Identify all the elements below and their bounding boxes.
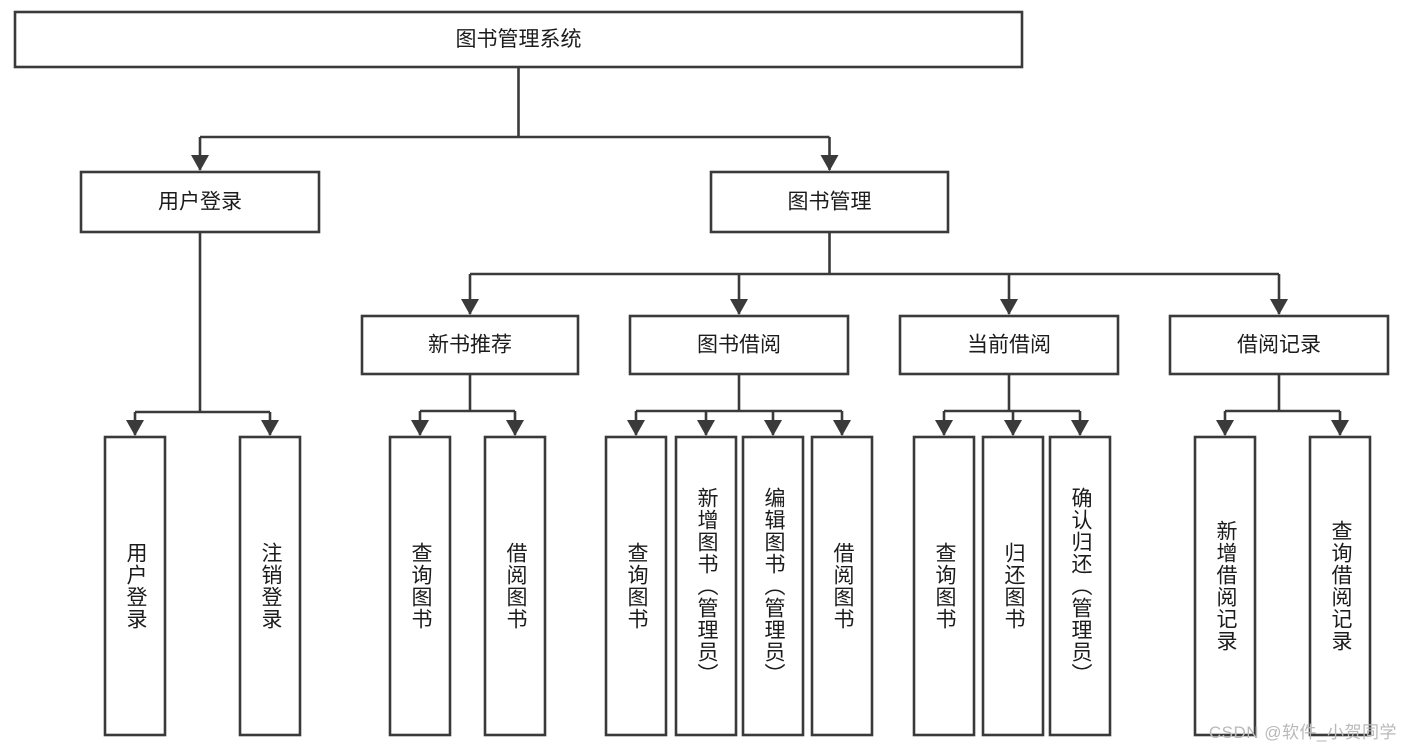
arrow-leaf-user-login	[126, 420, 144, 436]
connectors-layer	[126, 67, 1349, 436]
arrow-leaf-add-borrow-record	[1216, 420, 1234, 436]
node-box-leaf-confirm-return-admin[interactable]	[1048, 435, 1112, 737]
arrow-user-login	[191, 155, 209, 171]
arrow-leaf-confirm-return-admin	[1071, 420, 1089, 436]
node-label-title: 图书管理系统	[456, 28, 582, 51]
node-box-leaf-borrow-book[interactable]	[810, 435, 874, 737]
arrow-leaf-query-borrow-record	[1331, 420, 1349, 436]
node-label-current-borrow: 当前借阅	[967, 334, 1051, 357]
node-box-leaf-borrow-books-recommend[interactable]	[483, 435, 547, 737]
arrow-new-book-recommend	[461, 299, 479, 315]
node-label-leaf-logout-login: 注销登录	[259, 542, 283, 630]
boxes-layer	[13, 10, 1390, 737]
node-box-current-borrow[interactable]	[898, 314, 1120, 376]
node-label-leaf-query-books-recommend: 查询图书	[409, 542, 433, 630]
arrow-leaf-query-books-recommend	[411, 420, 429, 436]
node-label-leaf-add-borrow-record: 新增借阅记录	[1214, 520, 1238, 652]
arrow-leaf-query-books-current	[935, 420, 953, 436]
node-label-leaf-return-book: 归还图书	[1002, 542, 1026, 630]
node-label-leaf-user-login: 用户登录	[124, 542, 148, 630]
node-label-leaf-edit-book-admin: 编辑图书（管理员）	[762, 487, 786, 685]
node-label-leaf-confirm-return-admin: 确认归还（管理员）	[1069, 487, 1093, 685]
node-label-borrow-record: 借阅记录	[1237, 334, 1321, 357]
node-label-leaf-query-books-current: 查询图书	[933, 542, 957, 630]
node-box-leaf-query-books-recommend[interactable]	[388, 435, 452, 737]
node-box-new-book-recommend[interactable]	[360, 314, 580, 376]
watermark-text: CSDN @软件_小贺同学	[1208, 723, 1397, 742]
arrow-leaf-add-book-admin	[697, 420, 715, 436]
node-label-book-borrow: 图书借阅	[697, 334, 781, 357]
arrow-current-borrow	[1000, 299, 1018, 315]
arrow-leaf-borrow-book	[833, 420, 851, 436]
node-label-leaf-borrow-books-recommend: 借阅图书	[504, 542, 528, 630]
arrow-leaf-logout-login	[261, 420, 279, 436]
node-box-leaf-query-borrow-record[interactable]	[1308, 435, 1372, 737]
node-label-book-management: 图书管理	[788, 191, 872, 214]
node-box-leaf-edit-book-admin[interactable]	[741, 435, 805, 737]
node-box-borrow-record[interactable]	[1168, 314, 1390, 376]
node-label-user-login: 用户登录	[158, 191, 242, 214]
node-box-leaf-user-login[interactable]	[103, 435, 167, 737]
node-label-leaf-query-borrow-record: 查询借阅记录	[1329, 520, 1353, 652]
arrow-book-management	[820, 155, 839, 171]
node-box-leaf-logout-login[interactable]	[238, 435, 302, 737]
node-box-leaf-return-book[interactable]	[981, 435, 1045, 737]
arrow-book-borrow	[730, 299, 748, 315]
node-box-book-borrow[interactable]	[628, 314, 850, 376]
node-box-leaf-add-borrow-record[interactable]	[1193, 435, 1257, 737]
node-box-leaf-query-books-current[interactable]	[912, 435, 976, 737]
arrow-leaf-borrow-books-recommend	[506, 420, 524, 436]
arrow-borrow-record	[1270, 299, 1288, 315]
arrow-leaf-query-books-borrow	[627, 420, 645, 436]
node-box-leaf-query-books-borrow[interactable]	[604, 435, 668, 737]
node-box-book-management[interactable]	[709, 170, 950, 234]
node-label-new-book-recommend: 新书推荐	[428, 334, 512, 357]
node-label-leaf-add-book-admin: 新增图书（管理员）	[695, 487, 719, 685]
node-box-title[interactable]	[13, 10, 1024, 69]
arrow-leaf-edit-book-admin	[764, 420, 782, 436]
node-label-leaf-borrow-book: 借阅图书	[831, 542, 855, 630]
node-box-leaf-add-book-admin[interactable]	[674, 435, 738, 737]
node-label-leaf-query-books-borrow: 查询图书	[625, 542, 649, 630]
arrow-leaf-return-book	[1004, 420, 1022, 436]
node-box-user-login[interactable]	[79, 170, 321, 234]
